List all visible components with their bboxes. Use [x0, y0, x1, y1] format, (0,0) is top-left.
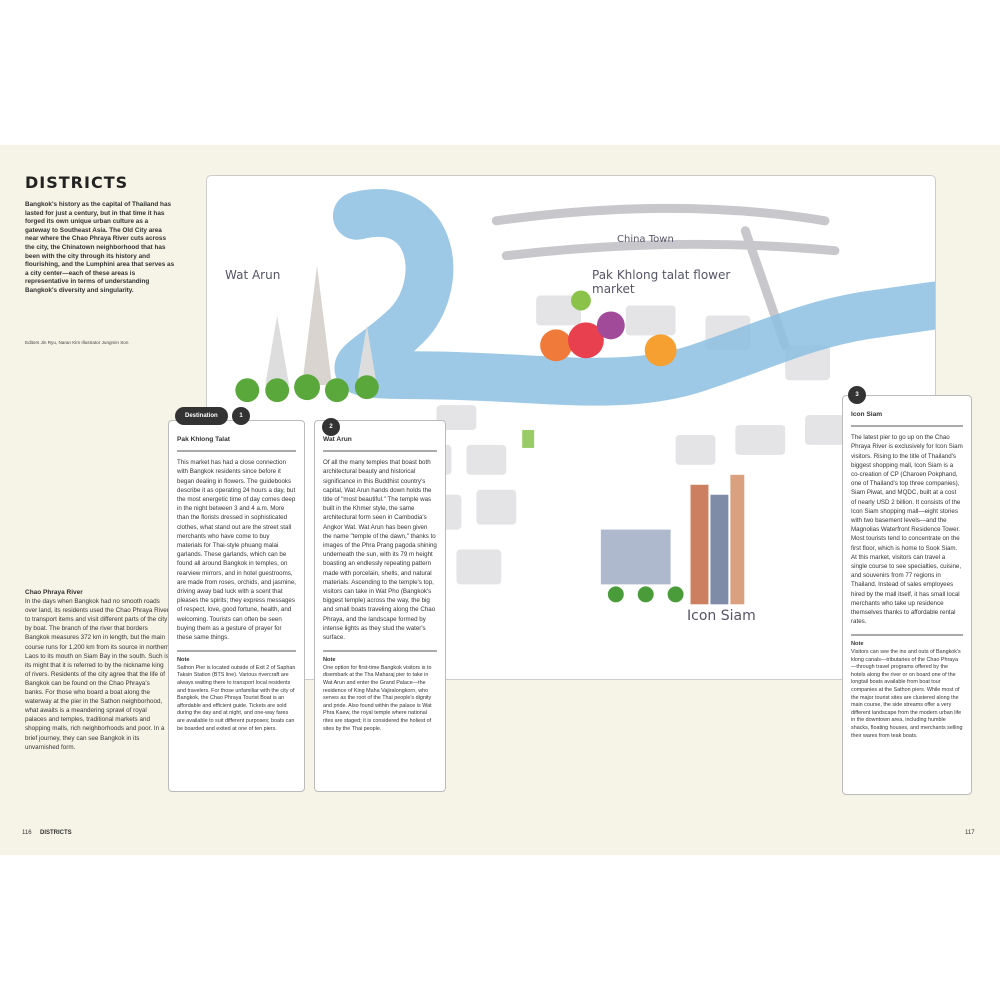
- footer-section-title: DISTRICTS: [40, 830, 72, 836]
- map-label-china-town: China Town: [617, 234, 674, 245]
- destination-card-3: Icon Siam The latest pier to go up on th…: [842, 395, 972, 795]
- wat-arun-illustration: [235, 265, 379, 403]
- card-body: The latest pier to go up on the Chao Phr…: [851, 434, 963, 626]
- card-title: Wat Arun: [323, 435, 437, 453]
- note-text: Sathon Pier is located outside of Exit 2…: [177, 664, 296, 732]
- intro-text: Bangkok's history as the capital of Thai…: [25, 201, 175, 294]
- river-body: In the days when Bangkok had no smooth r…: [25, 598, 170, 751]
- river-section: Chao Phraya River In the days when Bangk…: [25, 588, 170, 752]
- note-label: Note: [177, 657, 190, 664]
- map-label-pak-khlong: Pak Khlong talat flower market: [592, 268, 731, 296]
- right-page-number: 117: [965, 830, 975, 836]
- page-title: DISTRICTS: [25, 173, 129, 192]
- card-body: This market has had a close connection w…: [177, 459, 296, 642]
- note-text: One option for first-time Bangkok visito…: [323, 664, 432, 732]
- card-number-2: 2: [322, 418, 340, 436]
- map-label-icon-siam: Icon Siam: [687, 608, 756, 624]
- note-label: Note: [323, 657, 336, 664]
- note-label: Note: [851, 641, 864, 648]
- illustrated-map: Wat Arun China Town Pak Khlong talat flo…: [206, 175, 936, 680]
- card-number-3: 3: [848, 386, 866, 404]
- destination-card-2: Wat Arun Of all the many temples that bo…: [314, 420, 446, 792]
- card-title: Icon Siam: [851, 410, 963, 428]
- left-page-number: 116: [22, 830, 32, 836]
- card-number-1: 1: [232, 407, 250, 425]
- map-label-wat-arun: Wat Arun: [225, 268, 281, 282]
- flower-market-illustration: [540, 290, 677, 367]
- credits: Editors Jin Ryu, Naran Kim Illustrator J…: [25, 340, 129, 345]
- note-text: Visitors can see the ins and outs of Ban…: [851, 649, 963, 739]
- river-heading: Chao Phraya River: [25, 589, 83, 596]
- destination-card-1: Pak Khlong Talat This market has had a c…: [168, 420, 305, 792]
- icon-siam-illustration: [600, 474, 745, 605]
- card-title: Pak Khlong Talat: [177, 435, 296, 453]
- destination-badge: Destination: [175, 407, 228, 425]
- card-body: Of all the many temples that boast both …: [323, 459, 437, 642]
